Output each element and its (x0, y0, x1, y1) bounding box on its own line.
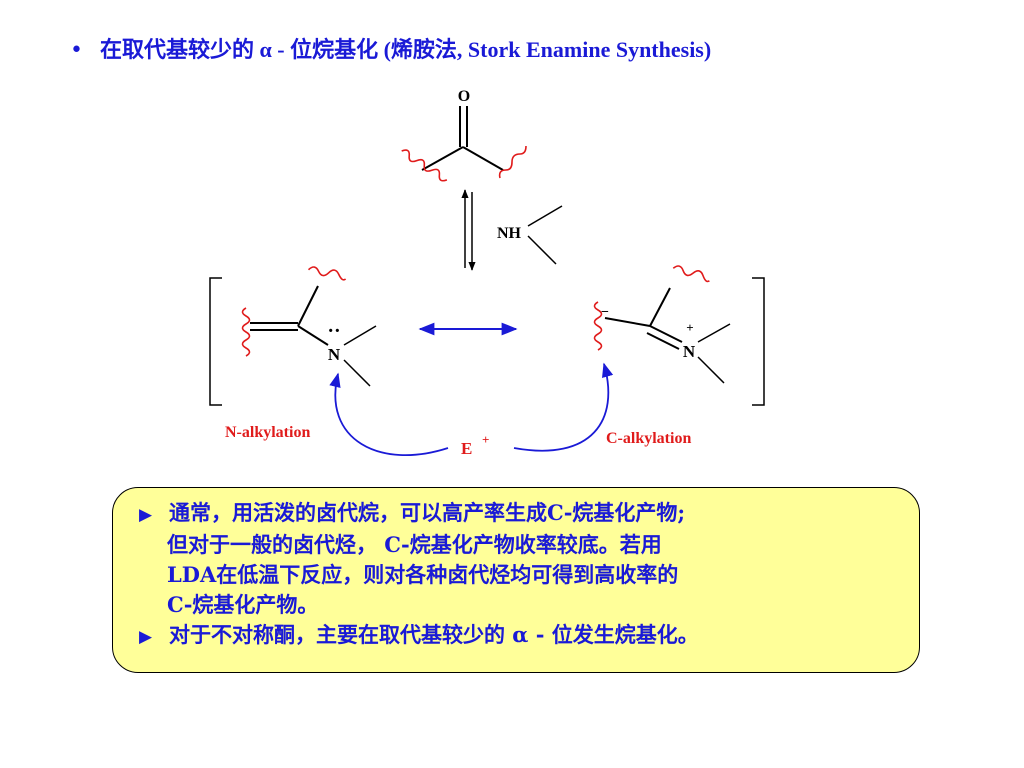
enamine-structure: N ·· (241, 266, 377, 387)
triangle-marker-icon: ▶ (139, 627, 153, 647)
title-bullet: • (70, 38, 83, 63)
iminium-positive-charge: + (686, 320, 693, 335)
electrophile-label: E (461, 439, 472, 458)
right-bracket (752, 277, 765, 406)
amine-upper-bond (527, 205, 563, 227)
iminium-nitrogen-label: N (683, 342, 696, 361)
note-line-5: ▶ 对于不对称酮，主要在取代基较少的 α - 位发生烷基化。 (139, 620, 919, 652)
ketone-right-wavy-bond (498, 145, 527, 179)
amine-nh-label: NH (497, 225, 522, 242)
iminium-upper-bond (649, 287, 671, 327)
iminium-structure: N + − (593, 265, 731, 384)
notes-box: ▶ 通常，用活泼的卤代烷，可以高产率生成C-烷基化产物; 但对于一般的卤代烃， C… (112, 487, 920, 673)
enamine-n-methyl-upper (343, 325, 377, 346)
enamine-lone-pair: ·· (327, 320, 340, 342)
iminium-top-wavy-bond (672, 265, 710, 283)
enamine-n-methyl-lower (343, 359, 371, 387)
title-text: 在取代基较少的 α - 位烷基化 (烯胺法, Stork Enamine Syn… (100, 37, 712, 62)
enamine-top-wavy-bond (307, 266, 347, 281)
enamine-nitrogen-label: N (328, 345, 341, 364)
note-line-1: ▶ 通常，用活泼的卤代烷，可以高产率生成C-烷基化产物; (139, 498, 919, 530)
note-line-4: C-烷基化产物。 (167, 592, 319, 617)
note-line-2: 但对于一般的卤代烃， C-烷基化产物收率较底。若用 (167, 532, 662, 557)
electrophile-charge: + (482, 432, 489, 447)
ketone-left-bond (421, 146, 464, 171)
equilibrium-arrows (461, 189, 476, 271)
note-text-1: 通常，用活泼的卤代烷，可以高产率生成C-烷基化产物; (169, 500, 686, 525)
ketone-structure: O (401, 88, 527, 182)
enamine-cn-bond (297, 325, 329, 346)
left-bracket (209, 277, 222, 406)
iminium-left-wavy-bond (593, 301, 603, 351)
c-alkylation-label: C-alkylation (606, 430, 691, 447)
reaction-scheme: O NH N ·· N + (209, 88, 765, 458)
enamine-upper-bond (297, 285, 319, 327)
ketone-left-wavy-bond (401, 149, 448, 182)
note-line-3: LDA在低温下反应，则对各种卤代烃均可得到高收率的 (167, 562, 679, 587)
note-text-5: 对于不对称酮，主要在取代基较少的 α - 位发生烷基化。 (169, 622, 699, 647)
amine-lower-bond (527, 235, 557, 265)
iminium-left-bond (604, 317, 651, 327)
carbanion-negative-charge: − (601, 305, 609, 320)
n-alkylation-label: N-alkylation (225, 424, 310, 441)
n-alkylation-arrow (329, 372, 449, 456)
c-alkylation-arrow (513, 362, 614, 452)
ketone-right-bond (462, 146, 504, 171)
triangle-marker-icon: ▶ (139, 505, 153, 525)
ketone-oxygen-label: O (458, 88, 470, 105)
iminium-cn-double-bond-b (646, 332, 680, 350)
iminium-cn-double-bond-a (649, 325, 683, 343)
amine-reagent: NH (497, 205, 563, 265)
iminium-n-methyl-lower (697, 356, 725, 384)
enamine-left-wavy-bond (241, 307, 251, 357)
iminium-n-methyl-upper (697, 323, 731, 343)
slide-title: • 在取代基较少的 α - 位烷基化 (烯胺法, Stork Enamine Sy… (70, 32, 711, 64)
